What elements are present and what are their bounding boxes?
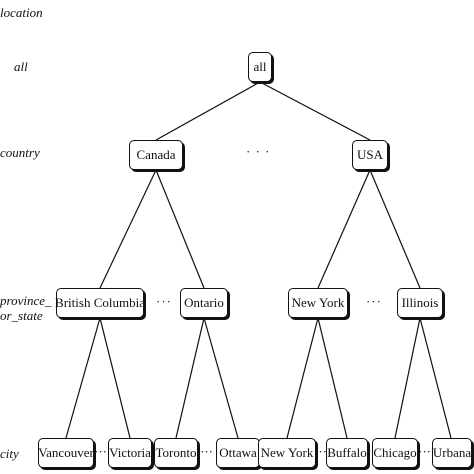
node-buffalo: Buffalo — [326, 438, 368, 468]
level-label-all: all — [14, 59, 28, 74]
ellipsis-province-usa: ··· — [366, 294, 382, 309]
ellipsis-city-ontario: ··· — [200, 444, 213, 459]
node-chicago: Chicago — [372, 438, 418, 468]
node-british-columbia: British Columbia — [55, 288, 145, 318]
level-label-location: location — [0, 5, 43, 20]
node-all: all — [248, 52, 272, 82]
edge-newyork-newyork — [286, 317, 319, 439]
level-label-province-line1: province_ — [0, 293, 52, 308]
edge-all-canada — [155, 81, 261, 141]
node-new-york-state: New York — [288, 288, 348, 318]
edge-bc-victoria — [99, 317, 131, 439]
node-usa: USA — [352, 140, 388, 170]
node-ontario: Ontario — [180, 288, 228, 318]
edge-ontario-toronto — [175, 317, 205, 439]
edge-ontario-ottawa — [203, 317, 239, 439]
node-canada: Canada — [129, 140, 183, 170]
ellipsis-city-newyork: ··· — [314, 444, 327, 459]
edge-canada-ontario — [155, 169, 205, 289]
edge-newyork-buffalo — [317, 317, 348, 439]
edge-usa-illinois — [369, 169, 421, 289]
node-urbana: Urbana — [432, 438, 472, 468]
node-victoria: Victoria — [108, 438, 152, 468]
node-ottawa: Ottawa — [216, 438, 260, 468]
level-label-province-line2: or_state — [0, 308, 43, 323]
level-label-country: country — [0, 145, 40, 160]
edge-all-usa — [259, 81, 371, 141]
ellipsis-country: · · · — [246, 144, 271, 159]
edge-canada-bc — [99, 169, 157, 289]
ellipsis-province-canada: ··· — [156, 294, 172, 309]
ellipsis-city-bc: ··· — [94, 444, 107, 459]
edge-illinois-urbana — [419, 317, 452, 439]
node-new-york-city: New York — [258, 438, 316, 468]
node-vancouver: Vancouver — [38, 438, 94, 468]
node-illinois: Illinois — [397, 288, 443, 318]
edge-usa-newyork — [317, 169, 371, 289]
edge-bc-vancouver — [65, 317, 101, 439]
node-toronto: Toronto — [154, 438, 198, 468]
level-label-city: city — [0, 446, 19, 461]
edge-illinois-chicago — [394, 317, 421, 439]
ellipsis-city-illinois: ··· — [418, 444, 431, 459]
